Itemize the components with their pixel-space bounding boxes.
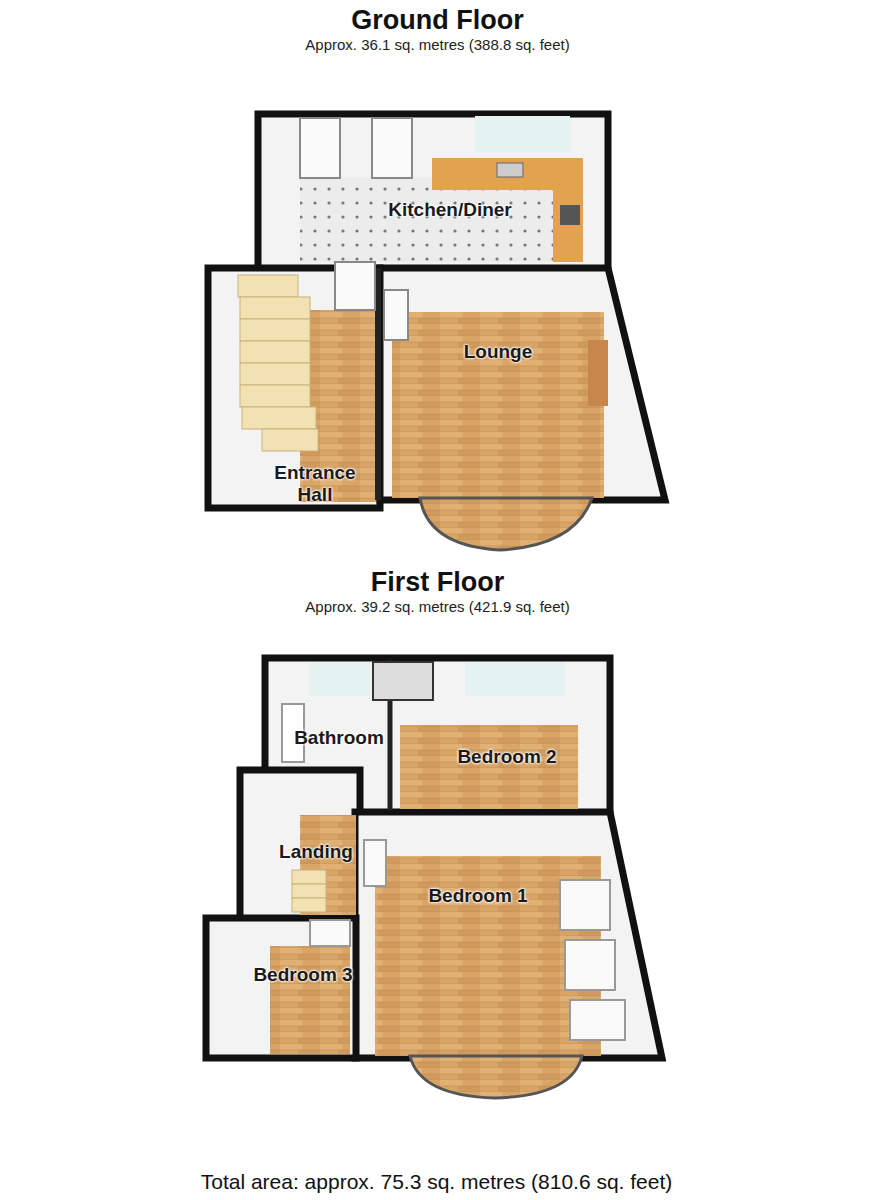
total-area-caption: Total area: approx. 75.3 sq. metres (810… [0,1170,873,1194]
room-area: Bedroom 1 [355,812,660,1060]
room-label: Bedroom 2 [457,746,556,768]
room-label: Lounge [464,341,533,363]
room-label: Bathroom [294,727,384,749]
floor-plan: Ground FloorApprox. 36.1 sq. metres (388… [200,4,675,560]
floor-plan: First FloorApprox. 39.2 sq. metres (421.… [200,566,675,1100]
room-area: Entrance Hall [208,268,380,508]
ground-floor-plan [208,114,665,550]
room-label: Bedroom 1 [428,885,527,907]
room-label: Entrance Hall [268,462,363,506]
room-area: Kitchen/Diner [258,114,608,269]
room-label: Kitchen/Diner [388,199,512,221]
first-floor-plan [206,658,662,1098]
room-label: Bedroom 3 [253,964,352,986]
room-area: Landing [245,770,360,920]
room-area: Bathroom [265,660,390,770]
floor-heading: First Floor [200,566,675,598]
room-area: Bedroom 3 [208,920,353,1060]
floor-heading: Ground Floor [200,4,675,36]
room-area: Lounge [380,268,665,500]
room-label: Landing [279,841,353,863]
floor-area: Approx. 36.1 sq. metres (388.8 sq. feet) [200,36,675,54]
floor-area: Approx. 39.2 sq. metres (421.9 sq. feet) [200,598,675,616]
room-area: Bedroom 2 [390,660,610,810]
